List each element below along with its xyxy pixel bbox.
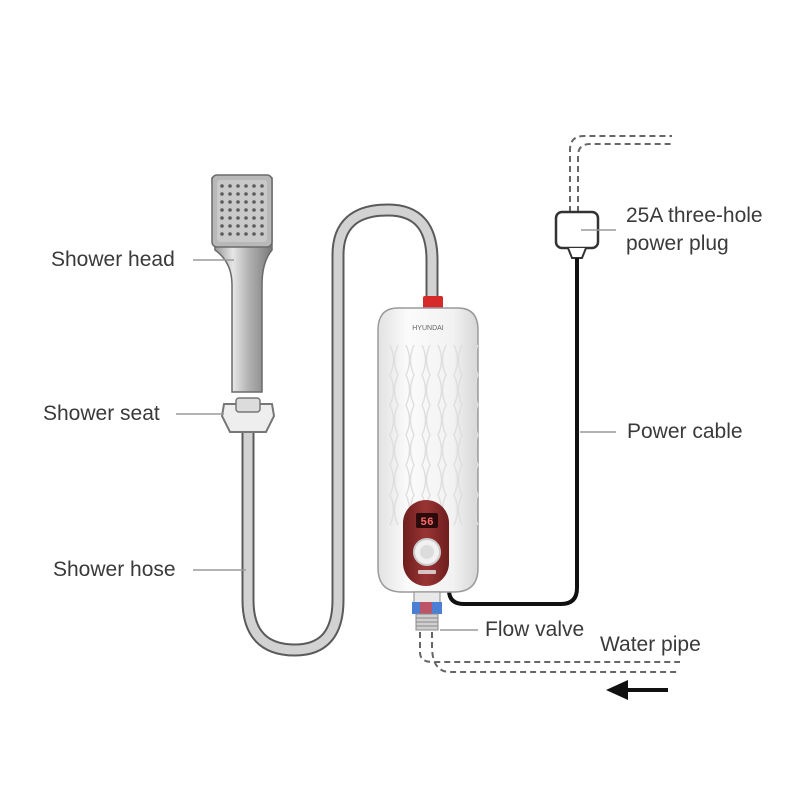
water-pipe-dashed: [419, 632, 680, 673]
label-shower-seat: Shower seat: [43, 402, 160, 425]
flow-direction-arrow-icon: [606, 680, 668, 700]
flow-valve-icon: [412, 591, 442, 631]
power-source-dashed-line: [569, 135, 672, 212]
shower-hose: [241, 203, 439, 657]
brand-logo: HYUNDAI: [412, 325, 444, 332]
label-power-cable: Power cable: [627, 420, 743, 443]
label-shower-head: Shower head: [51, 248, 175, 271]
label-plug-line1: 25A three-hole: [626, 204, 763, 227]
label-plug-line2: power plug: [626, 232, 729, 255]
shower-head-icon: [211, 174, 273, 393]
water-heater-icon: HYUNDAI 56: [377, 296, 479, 593]
power-cable: [447, 258, 579, 606]
leader-lines: [176, 229, 616, 631]
label-flow-valve: Flow valve: [485, 618, 585, 641]
power-plug-icon: [554, 210, 600, 259]
temperature-readout: 56: [420, 517, 433, 529]
label-water-pipe: Water pipe: [600, 633, 701, 656]
label-shower-hose: Shower hose: [53, 558, 176, 581]
temperature-display: [416, 513, 438, 528]
shower-seat-icon: [220, 397, 276, 433]
